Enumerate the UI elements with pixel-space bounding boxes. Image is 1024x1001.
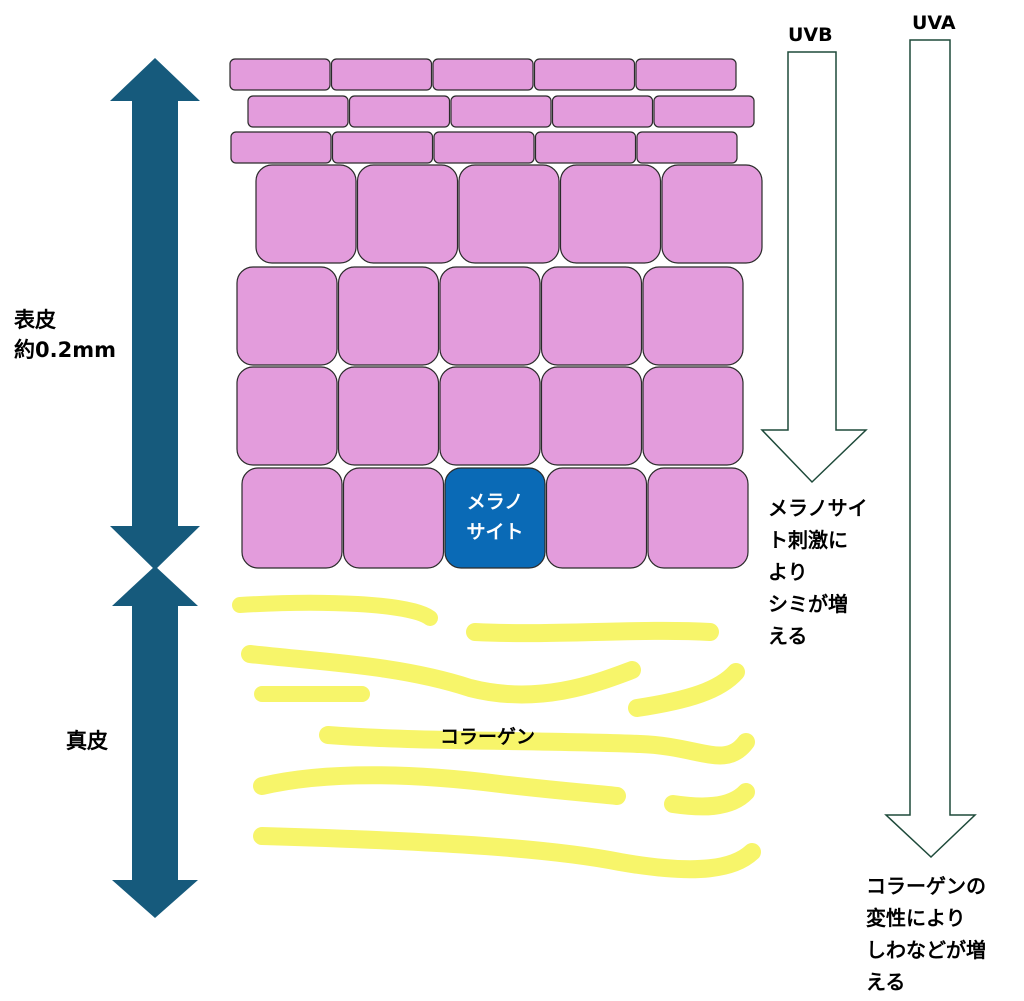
dermis-thickness-arrow-icon	[112, 566, 198, 918]
uvb-effect-line: える	[768, 624, 808, 648]
uva-label: UVA	[912, 12, 956, 34]
flat-cell	[331, 131, 434, 164]
uva-effect-line: しわなどが増	[866, 938, 986, 962]
flat-cell	[247, 95, 349, 128]
uvb-label: UVB	[788, 24, 833, 46]
uva-effect-line: 変性により	[866, 906, 966, 930]
flat-cell	[433, 131, 535, 164]
uvb-arrow-icon	[760, 51, 868, 484]
flat-cell	[348, 95, 451, 128]
collagen-fiber	[664, 783, 755, 816]
flat-cell	[533, 58, 636, 91]
uvb-effect-note: メラノサイ ト刺激に より シミが増 える	[768, 492, 868, 652]
flat-cell	[229, 58, 331, 91]
cell	[439, 266, 541, 366]
uva-effect-line: える	[866, 970, 906, 994]
basal-cell	[342, 467, 445, 569]
melanocyte-label-line2: サイト	[466, 521, 524, 543]
melanocyte-label-line1: メラノ	[466, 491, 524, 513]
flat-cell	[635, 58, 737, 91]
melanocyte-cell	[444, 467, 546, 569]
flat-cell	[636, 131, 738, 164]
uva-effect-line: コラーゲンの	[866, 874, 986, 898]
collagen-fiber	[628, 663, 745, 717]
collagen-fiber	[241, 645, 641, 704]
dermis-label: 真皮	[66, 729, 108, 753]
cell	[236, 266, 338, 366]
flat-cell	[450, 95, 552, 128]
cell	[540, 366, 643, 466]
epidermis-thickness-arrow-icon	[110, 58, 200, 570]
epidermis-thickness-label: 約0.2mm	[14, 338, 116, 362]
collagen-fiber	[319, 726, 755, 765]
epidermis-label-line1: 表皮	[14, 308, 56, 332]
collagen-label: コラーゲン	[440, 726, 536, 748]
collagen-fiber	[466, 621, 719, 643]
cell	[439, 366, 541, 466]
uvb-effect-line: シミが増	[768, 592, 848, 616]
collagen-fiber	[253, 827, 761, 879]
flat-cell	[653, 95, 755, 128]
cell	[540, 266, 643, 366]
flat-cell	[230, 131, 332, 164]
cell	[356, 164, 459, 264]
cell	[236, 366, 338, 466]
uvb-effect-line: メラノサイ	[768, 496, 868, 520]
cell	[661, 164, 763, 264]
cell	[642, 366, 744, 466]
collagen-fiber	[253, 766, 626, 805]
flat-cell	[432, 58, 534, 91]
basal-cell	[647, 467, 749, 569]
uvb-effect-line: より	[768, 560, 808, 584]
flat-cell	[330, 58, 433, 91]
epidermis-cells	[229, 58, 763, 569]
cell	[642, 266, 744, 366]
flat-cell	[551, 95, 654, 128]
collagen-fibers	[232, 594, 761, 879]
basal-cell	[241, 467, 343, 569]
cell	[559, 164, 662, 264]
collagen-fiber	[232, 594, 438, 626]
cell	[458, 164, 560, 264]
uvb-effect-line: ト刺激に	[768, 528, 848, 552]
uva-effect-note: コラーゲンの 変性により しわなどが増 える	[866, 870, 986, 998]
epidermis-label: 表皮 約0.2mm	[14, 305, 116, 365]
cell	[337, 366, 440, 466]
cell	[337, 266, 440, 366]
flat-cell	[534, 131, 637, 164]
basal-cell	[545, 467, 648, 569]
uva-arrow-icon	[884, 39, 977, 859]
melanocyte-label: メラノ サイト	[445, 487, 545, 547]
cell	[255, 164, 357, 264]
